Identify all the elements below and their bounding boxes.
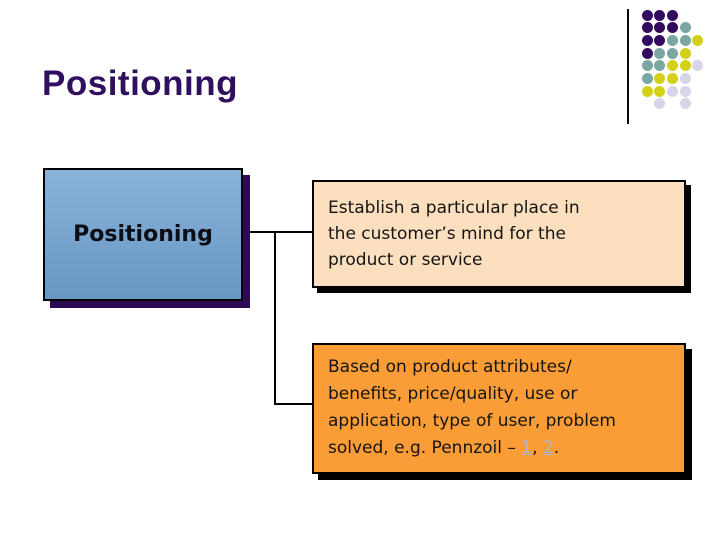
decorative-dot [654, 48, 665, 59]
decoration-vertical-line [627, 9, 629, 124]
decorative-dot [642, 22, 653, 33]
decorative-dot [667, 73, 678, 84]
pennzoil-link-2[interactable]: 2 [542, 438, 554, 458]
slide-title: Positioning [42, 64, 239, 103]
definition-line-1: Establish a particular place in [328, 198, 580, 218]
decorative-dot [654, 35, 665, 46]
decorative-dot [642, 86, 653, 97]
pennzoil-link-1[interactable]: 1 [521, 438, 533, 458]
decorative-dot [692, 60, 703, 71]
positioning-source-box-label: Positioning [73, 222, 213, 247]
basis-line-1: Based on product attributes/ [328, 357, 572, 377]
decorative-dot [642, 10, 653, 21]
connector-horizontal-top [249, 231, 312, 233]
definition-line-2: the customer’s mind for the [328, 224, 566, 244]
decorative-dot [680, 73, 691, 84]
basis-line-4: solved, e.g. Pennzoil – 1, 2. [328, 435, 676, 462]
decorative-dot [654, 60, 665, 71]
decorative-dot [692, 35, 703, 46]
decorative-dot [680, 86, 691, 97]
decorative-dot [680, 22, 691, 33]
decorative-dot [667, 10, 678, 21]
connector-vertical [274, 231, 276, 405]
decorative-dot [654, 73, 665, 84]
decorative-dot [642, 60, 653, 71]
basis-line-4-period: . [553, 438, 560, 458]
basis-line-4-text: solved, e.g. Pennzoil – [328, 438, 522, 458]
decorative-dot [680, 48, 691, 59]
decorative-dot [667, 86, 678, 97]
decorative-dot [642, 35, 653, 46]
link-separator: , [532, 438, 543, 458]
decorative-dot [642, 48, 653, 59]
connector-horizontal-bottom [274, 403, 312, 405]
decorative-dot [667, 60, 678, 71]
decorative-dot [680, 35, 691, 46]
decorative-dot [654, 98, 665, 109]
decorative-dot [667, 35, 678, 46]
decorative-dot [654, 22, 665, 33]
decorative-dot [680, 60, 691, 71]
basis-line-3: application, type of user, problem [328, 411, 616, 431]
definition-line-3: product or service [328, 250, 483, 270]
decorative-dot [667, 22, 678, 33]
definition-box: Establish a particular place in the cust… [312, 180, 686, 288]
decorative-dot [654, 10, 665, 21]
decorative-dot [667, 48, 678, 59]
decorative-dot [680, 98, 691, 109]
decorative-dot [642, 73, 653, 84]
positioning-source-box: Positioning [43, 168, 243, 301]
basis-line-2: benefits, price/quality, use or [328, 384, 578, 404]
basis-box: Based on product attributes/ benefits, p… [312, 343, 686, 474]
decorative-dot [654, 86, 665, 97]
